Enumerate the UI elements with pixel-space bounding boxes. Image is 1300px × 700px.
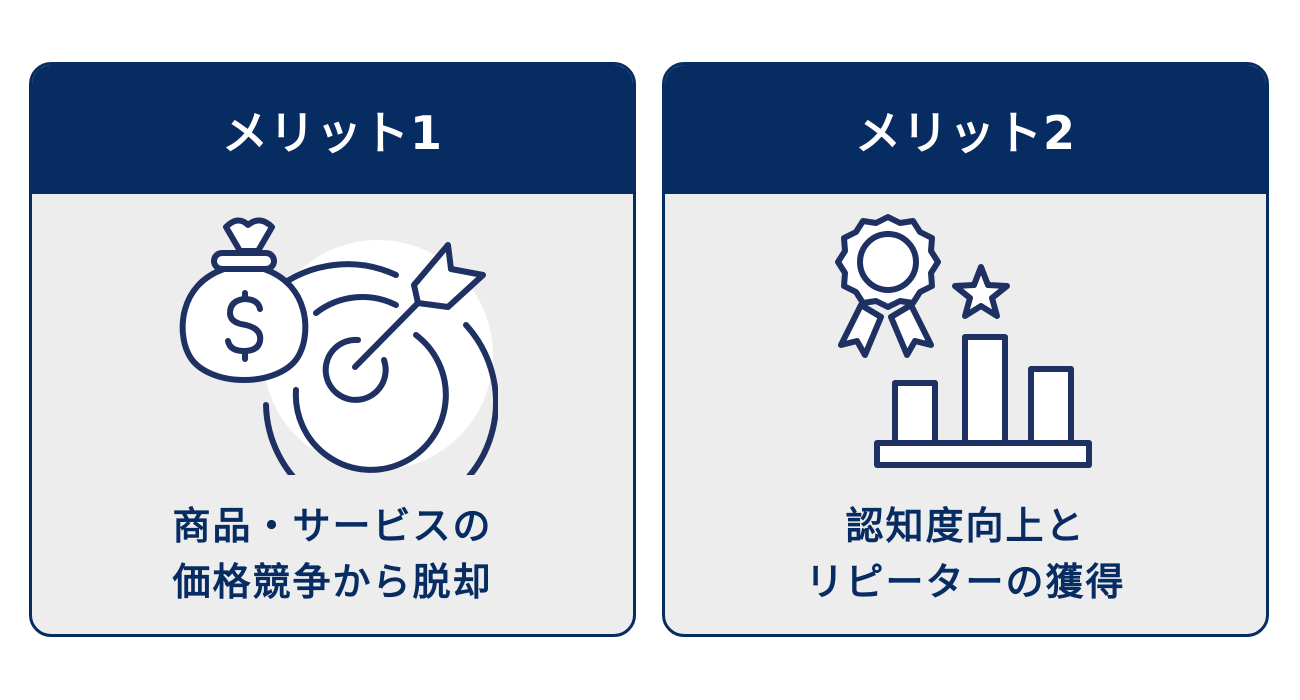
merit-caption: 商品・サービスの 価格競争から脱却 <box>32 498 633 610</box>
caption-line: リピーターの獲得 <box>805 560 1126 604</box>
merit-caption: 認知度向上と リピーターの獲得 <box>665 498 1266 610</box>
merit-card-header: メリット2 <box>665 65 1266 194</box>
merit-card-header: メリット1 <box>32 65 633 194</box>
caption-line: 商品・サービスの <box>172 504 493 548</box>
merit-card-2: メリット2 認知度向上と リピーターの獲得 <box>662 62 1269 637</box>
award-chart-icon <box>665 205 1266 475</box>
merit-card-1: メリット1 商品・サービスの 価格競争から脱却 <box>29 62 636 637</box>
merit-title: メリット1 <box>221 105 443 160</box>
caption-line: 認知度向上と <box>845 504 1086 548</box>
merit-title: メリット2 <box>854 105 1076 160</box>
money-bag-target-icon <box>32 205 633 475</box>
caption-line: 価格競争から脱却 <box>172 560 493 604</box>
